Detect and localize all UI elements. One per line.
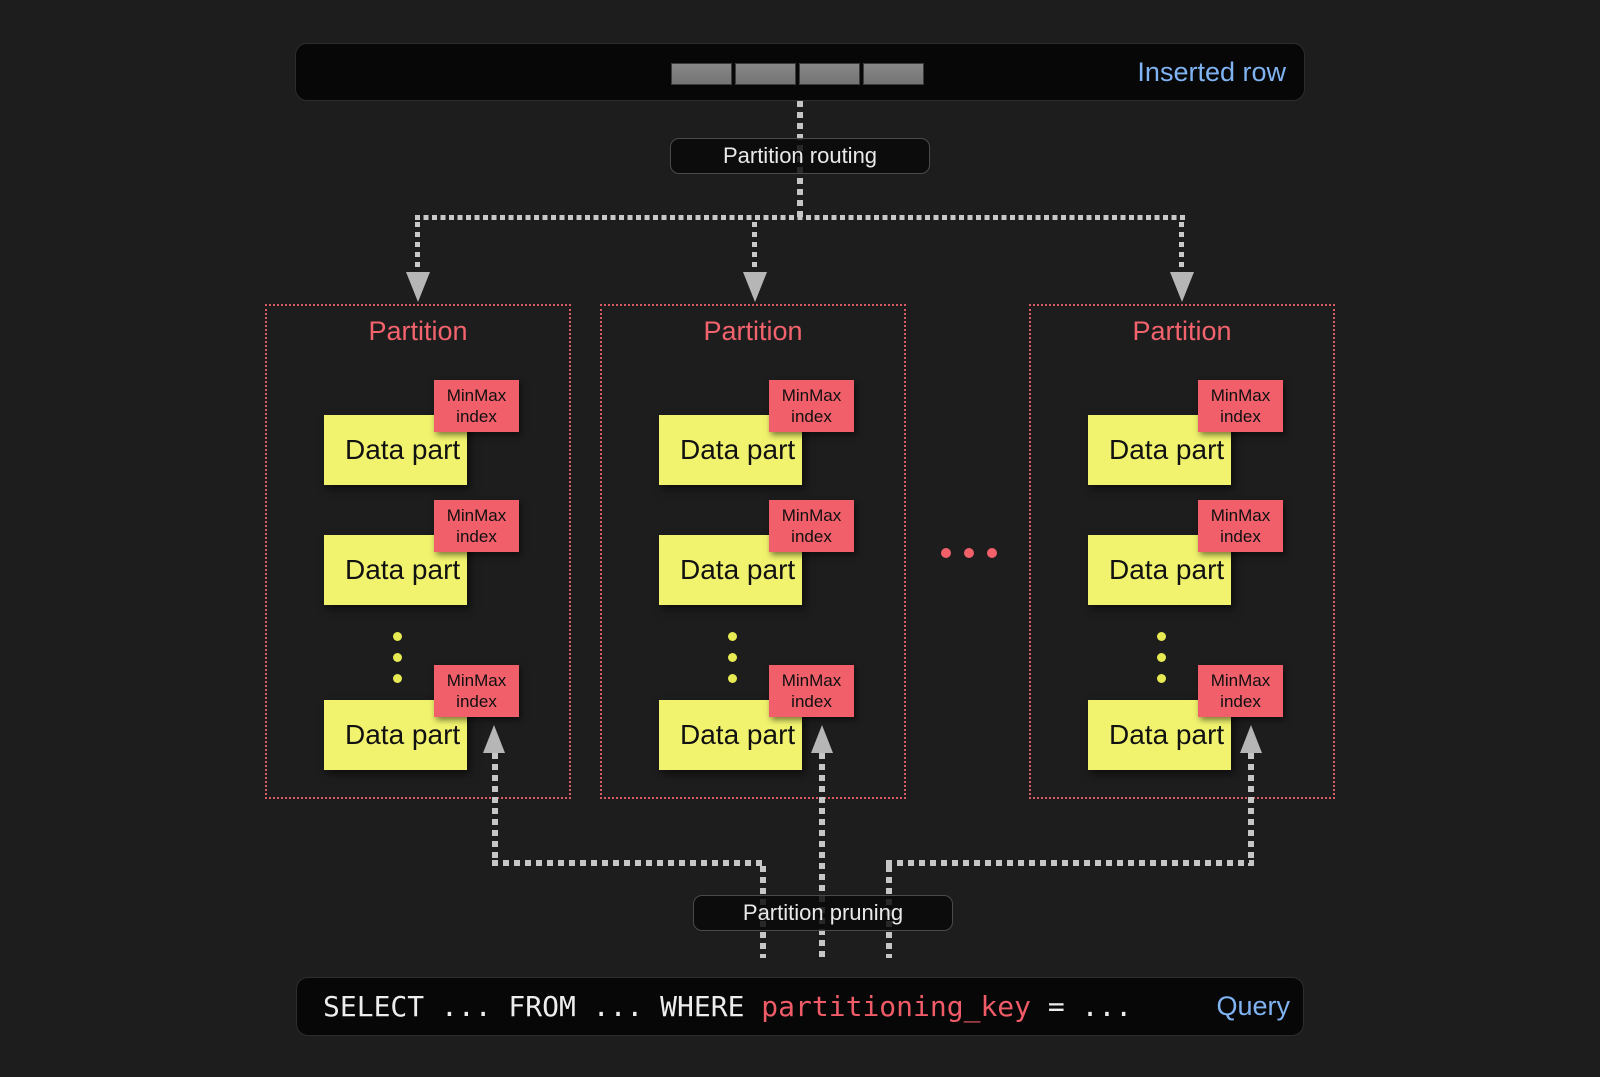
arrow-up-icon	[483, 725, 505, 753]
minmax-index-tag: MinMax index	[434, 500, 519, 552]
arrow-up-icon	[811, 725, 833, 753]
data-part-box: Data part	[659, 535, 802, 605]
inserted-row-cell	[735, 63, 796, 85]
partition-box: Partition MinMax index Data part MinMax …	[265, 304, 571, 799]
minmax-index-tag: MinMax index	[1198, 500, 1283, 552]
query-code: SELECT ... FROM ... WHERE partitioning_k…	[323, 978, 1132, 1035]
pruning-line	[886, 860, 1254, 866]
pruning-line	[819, 753, 825, 958]
minmax-index-tag: MinMax index	[1198, 380, 1283, 432]
pruning-line	[492, 860, 766, 866]
arrow-down-icon	[743, 272, 767, 302]
more-partitions-ellipsis	[941, 548, 997, 558]
inserted-row-cell	[671, 63, 732, 85]
partition-routing-label: Partition routing	[670, 138, 930, 174]
routing-arrow-stem	[415, 222, 420, 274]
query-label: Query	[1216, 991, 1290, 1021]
more-parts-ellipsis	[728, 632, 737, 683]
minmax-index-tag: MinMax index	[769, 500, 854, 552]
partition-title: Partition	[703, 316, 803, 346]
minmax-index-tag: MinMax index	[769, 380, 854, 432]
inserted-row-cell	[863, 63, 924, 85]
query-code-after: = ...	[1031, 990, 1133, 1023]
more-parts-ellipsis	[393, 632, 402, 683]
query-code-before: SELECT ... FROM ... WHERE	[323, 990, 762, 1023]
partition-box: Partition MinMax index Data part MinMax …	[600, 304, 906, 799]
query-bar: SELECT ... FROM ... WHERE partitioning_k…	[296, 977, 1304, 1036]
minmax-index-tag: MinMax index	[769, 665, 854, 717]
routing-arrow-stem	[1179, 222, 1184, 274]
minmax-index-tag: MinMax index	[1198, 665, 1283, 717]
inserted-row-label: Inserted row	[1137, 56, 1286, 87]
routing-arrow-stem	[752, 222, 757, 274]
arrow-down-icon	[1170, 272, 1194, 302]
arrow-up-icon	[1240, 725, 1262, 753]
inserted-row-cells	[671, 63, 924, 85]
inserted-row-cell	[799, 63, 860, 85]
routing-branch-line	[415, 215, 1185, 220]
query-partitioning-key: partitioning_key	[761, 990, 1032, 1023]
partition-title: Partition	[368, 316, 468, 346]
partition-box: Partition MinMax index Data part MinMax …	[1029, 304, 1335, 799]
minmax-index-tag: MinMax index	[434, 380, 519, 432]
arrow-down-icon	[406, 272, 430, 302]
pruning-line	[1248, 753, 1254, 866]
minmax-index-tag: MinMax index	[434, 665, 519, 717]
data-part-box: Data part	[1088, 535, 1231, 605]
pruning-line	[492, 753, 498, 866]
more-parts-ellipsis	[1157, 632, 1166, 683]
inserted-row-bar: Inserted row	[295, 43, 1305, 101]
partition-pruning-label: Partition pruning	[693, 895, 953, 931]
partition-title: Partition	[1132, 316, 1232, 346]
